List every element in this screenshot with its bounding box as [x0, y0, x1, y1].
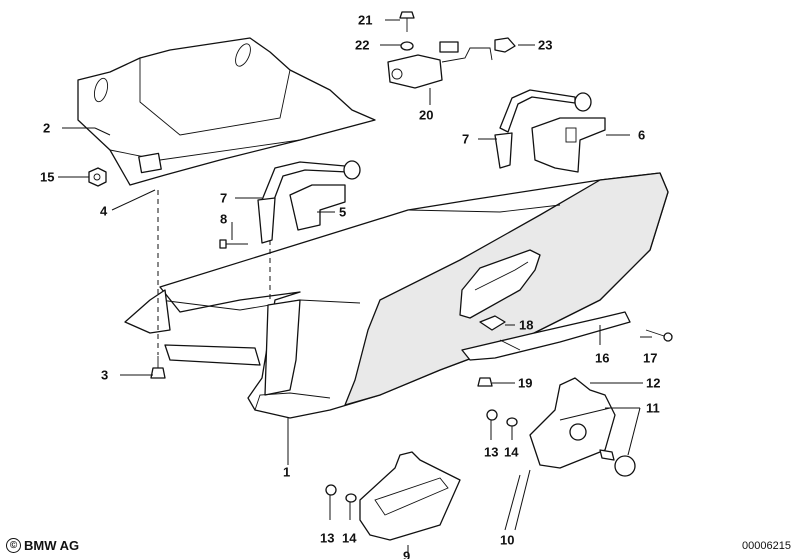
callout-18: 18 — [519, 317, 533, 332]
screw-part-8 — [219, 239, 248, 249]
handle-part-9 — [359, 451, 461, 541]
screw-part-17 — [645, 329, 673, 342]
strip-part-16 — [461, 311, 631, 361]
brand-label: BMW AG — [24, 538, 80, 553]
clip-part-18 — [479, 315, 506, 331]
callout-17: 17 — [643, 350, 657, 365]
callout-13-upper: 13 — [484, 444, 498, 459]
screws-part-13-14-lower — [325, 484, 357, 503]
callout-3: 3 — [101, 367, 108, 382]
callout-labels: 1 2 3 4 5 6 7 7 8 9 10 11 12 13 14 13 14… — [40, 12, 660, 559]
callout-8: 8 — [220, 211, 227, 226]
leader-lines — [58, 19, 652, 555]
mounting-bracket — [77, 37, 376, 186]
screw-part-21 — [399, 11, 415, 32]
handle-with-lock-part-10 — [529, 377, 636, 477]
callout-5: 5 — [339, 204, 346, 219]
hinge-strap-right — [494, 89, 592, 169]
callout-23: 23 — [538, 37, 552, 52]
callout-22: 22 — [355, 37, 369, 52]
callout-2: 2 — [43, 120, 50, 135]
callout-9: 9 — [403, 548, 410, 559]
callout-13-lower: 13 — [320, 530, 334, 545]
callout-20: 20 — [419, 107, 433, 122]
lock-assembly-part-20 — [387, 41, 493, 89]
glovebox-body — [124, 172, 669, 419]
callout-12: 12 — [646, 375, 660, 390]
hinge-strap-center — [257, 160, 361, 244]
callout-4: 4 — [100, 203, 108, 218]
callout-14-lower: 14 — [342, 530, 357, 545]
clip-part-23 — [494, 37, 516, 53]
callout-7-center: 7 — [220, 190, 227, 205]
callout-10: 10 — [500, 532, 514, 547]
callout-19: 19 — [518, 375, 532, 390]
callout-14-upper: 14 — [504, 444, 519, 459]
bracket-part-6 — [531, 117, 606, 173]
callout-15: 15 — [40, 169, 54, 184]
callout-7-right: 7 — [462, 131, 469, 146]
callout-6: 6 — [638, 127, 645, 142]
copyright-icon: © — [6, 538, 21, 553]
callout-21: 21 — [358, 12, 372, 27]
screw-part-3 — [150, 356, 166, 379]
callout-11: 11 — [646, 400, 660, 415]
callout-16: 16 — [595, 350, 609, 365]
image-number: 00006215 — [742, 540, 791, 552]
copyright-notice: © BMW AG — [6, 538, 79, 553]
callout-1: 1 — [283, 464, 290, 479]
screw-part-19 — [477, 377, 493, 387]
small-bracket-part-5 — [289, 184, 346, 231]
hex-nut-part-15 — [88, 167, 107, 187]
washer-part-22 — [400, 41, 414, 51]
